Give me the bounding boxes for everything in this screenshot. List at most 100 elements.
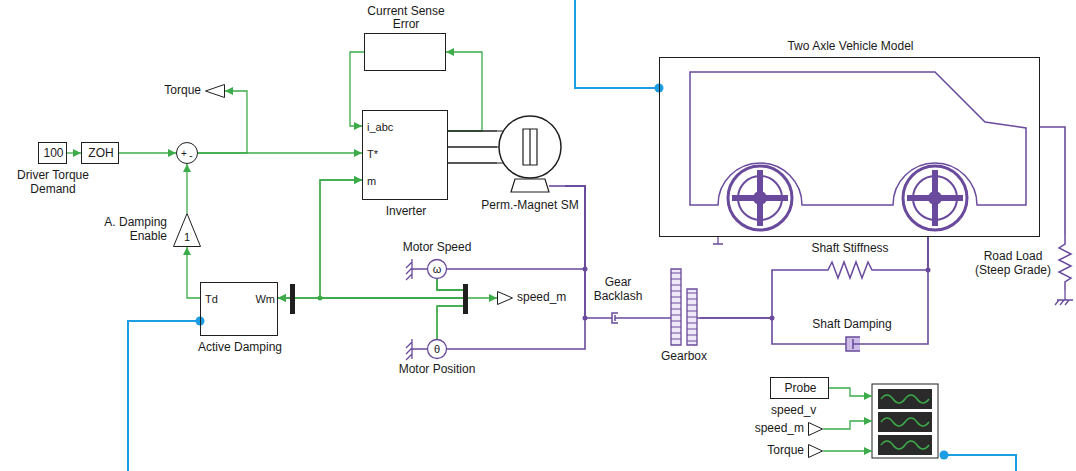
roadload-outline bbox=[1058, 234, 1072, 290]
signal-line bbox=[829, 388, 872, 396]
junction-dot bbox=[583, 267, 588, 272]
mechanical-connection bbox=[447, 186, 585, 349]
probe-block: Probespeed_v bbox=[770, 377, 829, 399]
scope-trace bbox=[881, 441, 929, 449]
gearbox-stroke bbox=[668, 317, 700, 319]
wheel-tire bbox=[903, 166, 967, 230]
spring-symbol: Shaft Stiffness bbox=[820, 260, 880, 280]
block-label: Probe bbox=[784, 382, 816, 396]
port-text: Td bbox=[205, 293, 218, 306]
wheel-hub bbox=[753, 191, 767, 205]
port-text: Wm bbox=[255, 293, 275, 306]
port-text: - bbox=[189, 150, 192, 162]
block-label: Shaft Damping bbox=[812, 318, 891, 332]
block-label: Torque bbox=[164, 84, 201, 98]
block-label: A. Damping Enable bbox=[95, 216, 167, 244]
triR-outline bbox=[808, 444, 823, 458]
ground-symbol bbox=[1055, 290, 1073, 305]
zoh-block: ZOH bbox=[81, 142, 119, 164]
triR-stroke bbox=[809, 423, 823, 436]
mechanical-connection bbox=[1040, 127, 1065, 234]
motor-stroke bbox=[511, 179, 549, 192]
block-label: ZOH bbox=[88, 147, 113, 161]
goto-tag: speed_m bbox=[497, 291, 513, 305]
block-label: Current Sense Error bbox=[363, 5, 449, 31]
connection-line bbox=[575, 0, 655, 88]
connection-port bbox=[940, 451, 949, 460]
backlash-stroke bbox=[605, 313, 631, 323]
triR-outline bbox=[497, 291, 513, 305]
gearbox-stroke bbox=[671, 269, 681, 345]
damper-symbol: Shaft Damping bbox=[838, 334, 866, 354]
subsystem-block: Current Sense Error bbox=[364, 33, 446, 71]
motor-stroke bbox=[497, 131, 504, 163]
port-text: ω bbox=[433, 263, 442, 276]
backlash-symbol: Gear Backlash bbox=[605, 310, 631, 326]
mechanical-connection bbox=[447, 186, 585, 269]
block-label: Gear Backlash bbox=[590, 276, 646, 304]
road-load-symbol: Road Load (Steep Grade) bbox=[1058, 234, 1072, 290]
signal-line bbox=[119, 152, 176, 153]
signal-line bbox=[446, 52, 482, 131]
gearbox-stroke bbox=[671, 273, 697, 341]
triR-stroke bbox=[809, 445, 823, 458]
inverter-block: i_abcT*mInverter bbox=[362, 110, 448, 200]
ground-symbol bbox=[406, 339, 427, 360]
triL-outline bbox=[205, 84, 225, 98]
from-tag: speed_m bbox=[808, 422, 823, 436]
branch-dot bbox=[318, 296, 323, 301]
block-label: speed_v bbox=[771, 404, 816, 418]
block-label: 100 bbox=[43, 147, 63, 161]
signal-line bbox=[320, 180, 465, 339]
signal-line bbox=[198, 91, 247, 153]
port-text: θ bbox=[434, 343, 440, 356]
scope-trace bbox=[881, 395, 929, 403]
triR-stroke bbox=[498, 292, 513, 305]
block-label: Perm.-Magnet SM bbox=[481, 199, 578, 213]
mechanical-connection bbox=[631, 317, 668, 319]
port-tick bbox=[713, 237, 723, 244]
goto-tag: Torque bbox=[205, 84, 225, 98]
port-text: + bbox=[181, 148, 187, 160]
gain-block: 1A. Damping Enable bbox=[173, 213, 201, 247]
block-label: Two Axle Vehicle Model bbox=[787, 40, 913, 54]
gearbox-outline bbox=[668, 268, 700, 346]
backlash-outline bbox=[605, 310, 631, 326]
motor-stroke bbox=[549, 185, 565, 187]
block-label: Motor Speed bbox=[403, 241, 472, 255]
scope-screen bbox=[878, 435, 932, 455]
mechanical-connection bbox=[700, 270, 820, 318]
scope-block bbox=[872, 384, 938, 458]
triR-outline bbox=[808, 422, 823, 436]
spring-outline bbox=[820, 260, 880, 280]
speed-sensor: ωMotor Speed bbox=[427, 259, 447, 279]
active-damping-block: TdWmActive Damping bbox=[200, 282, 278, 336]
signal-line bbox=[320, 180, 465, 298]
phase-wire bbox=[448, 130, 497, 131]
scope-trace bbox=[881, 418, 929, 426]
triU-stroke bbox=[174, 214, 201, 247]
connection-line bbox=[948, 455, 1016, 471]
block-label: Gearbox bbox=[661, 350, 707, 364]
wheel-spokes bbox=[907, 170, 963, 226]
block-label: Driver Torque Demand bbox=[11, 169, 95, 197]
signal-line bbox=[186, 164, 187, 213]
block-label: Torque bbox=[767, 444, 804, 458]
constant-block: 100Driver Torque Demand bbox=[38, 142, 67, 164]
motor-outline bbox=[497, 115, 565, 193]
motor-stroke bbox=[499, 116, 561, 178]
sensor-stroke bbox=[428, 260, 447, 279]
spring-stroke bbox=[820, 262, 880, 278]
signal-line bbox=[187, 247, 200, 298]
connection-line bbox=[128, 321, 196, 471]
scope-screen bbox=[878, 412, 932, 432]
phase-wire bbox=[448, 162, 497, 163]
ground-symbol bbox=[406, 259, 427, 280]
damper-stroke bbox=[853, 339, 866, 349]
motor-stroke bbox=[523, 129, 537, 165]
port-text: m bbox=[367, 175, 376, 188]
triL-stroke bbox=[206, 85, 225, 98]
gearbox-symbol: Gearbox bbox=[668, 268, 700, 346]
port-text: i_abc bbox=[367, 121, 393, 134]
block-label: speed_m bbox=[517, 291, 566, 305]
